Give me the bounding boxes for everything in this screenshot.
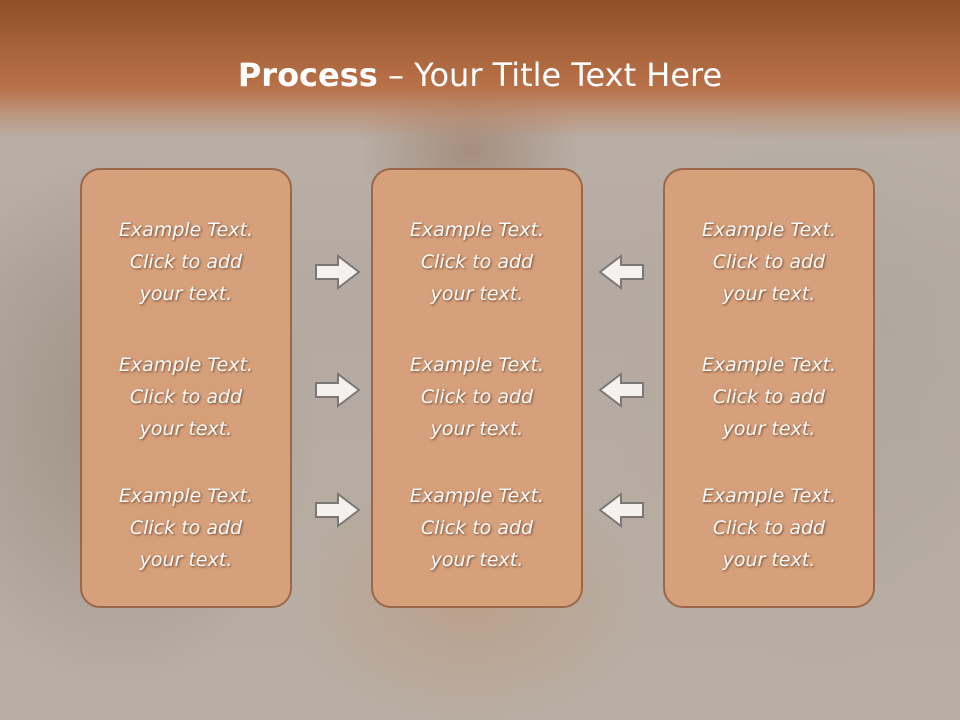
- text-box-right: Example Text. Click to add your text. Ex…: [663, 168, 875, 608]
- text-line: your text.: [139, 549, 233, 571]
- text-line: your text.: [430, 549, 524, 571]
- title-bold: Process: [237, 56, 378, 94]
- title-rest: – Your Title Text Here: [377, 56, 723, 94]
- text-line: your text.: [139, 283, 233, 305]
- text-line: Click to add: [129, 251, 243, 273]
- text-line: Example Text.: [118, 354, 254, 376]
- text-line: Click to add: [129, 386, 243, 408]
- text-line: your text.: [430, 283, 524, 305]
- text-placeholder[interactable]: Example Text. Click to add your text.: [665, 214, 873, 310]
- text-placeholder[interactable]: Example Text. Click to add your text.: [373, 349, 581, 445]
- text-line: Example Text.: [118, 219, 254, 241]
- text-line: Example Text.: [409, 485, 545, 507]
- text-line: Example Text.: [701, 219, 837, 241]
- title-bar: [0, 0, 960, 140]
- text-line: Click to add: [712, 251, 826, 273]
- text-placeholder[interactable]: Example Text. Click to add your text.: [373, 214, 581, 310]
- text-placeholder[interactable]: Example Text. Click to add your text.: [82, 214, 290, 310]
- text-line: Click to add: [712, 386, 826, 408]
- arrow-left-icon: [598, 491, 644, 529]
- arrow-right-icon: [315, 253, 361, 291]
- text-placeholder[interactable]: Example Text. Click to add your text.: [373, 480, 581, 576]
- text-line: your text.: [722, 283, 816, 305]
- text-line: Click to add: [129, 517, 243, 539]
- text-line: your text.: [722, 418, 816, 440]
- text-placeholder[interactable]: Example Text. Click to add your text.: [82, 480, 290, 576]
- text-placeholder[interactable]: Example Text. Click to add your text.: [665, 349, 873, 445]
- text-line: Example Text.: [118, 485, 254, 507]
- text-placeholder[interactable]: Example Text. Click to add your text.: [665, 480, 873, 576]
- text-line: your text.: [139, 418, 233, 440]
- text-line: Example Text.: [701, 354, 837, 376]
- arrow-right-icon: [315, 491, 361, 529]
- arrow-left-icon: [598, 371, 644, 409]
- text-line: your text.: [430, 418, 524, 440]
- text-box-center: Example Text. Click to add your text. Ex…: [371, 168, 583, 608]
- text-line: Example Text.: [409, 219, 545, 241]
- text-line: Click to add: [712, 517, 826, 539]
- arrow-left-icon: [598, 253, 644, 291]
- text-box-left: Example Text. Click to add your text. Ex…: [80, 168, 292, 608]
- text-line: Example Text.: [701, 485, 837, 507]
- text-line: your text.: [722, 549, 816, 571]
- arrow-right-icon: [315, 371, 361, 409]
- text-line: Click to add: [420, 517, 534, 539]
- text-line: Click to add: [420, 251, 534, 273]
- text-line: Click to add: [420, 386, 534, 408]
- slide-title[interactable]: Process – Your Title Text Here: [0, 52, 960, 98]
- text-placeholder[interactable]: Example Text. Click to add your text.: [82, 349, 290, 445]
- text-line: Example Text.: [409, 354, 545, 376]
